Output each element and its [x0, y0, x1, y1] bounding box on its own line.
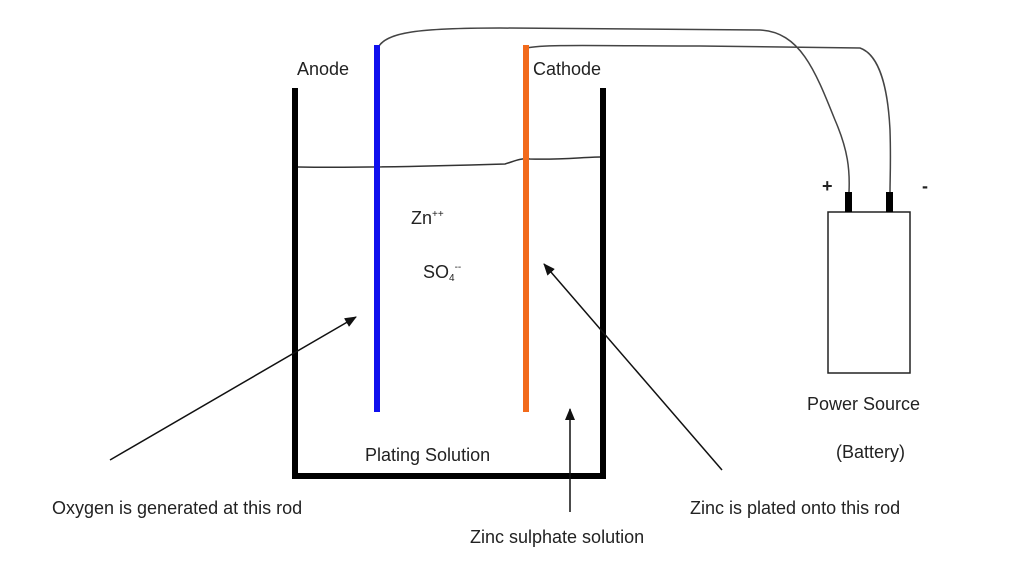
zinc-arrow — [543, 263, 723, 471]
anode-wire — [377, 27, 850, 193]
cathode-label: Cathode — [533, 59, 601, 79]
plus-sign: + — [822, 176, 833, 196]
zinc-ion-symbol: Zn — [411, 208, 432, 228]
beaker — [292, 88, 606, 479]
liquid-surface — [297, 156, 601, 169]
battery — [827, 211, 911, 374]
zinc-note: Zinc is plated onto this rod — [690, 498, 900, 518]
battery-label: (Battery) — [836, 442, 905, 462]
cathode-wire — [526, 44, 892, 193]
sulphate-ion-symbol: SO — [423, 262, 449, 282]
sulphate-ion-charge: -- — [455, 262, 462, 273]
zinc-ion-label: Zn++ — [411, 208, 444, 228]
sulphate-ion-subscript: 4 — [449, 273, 455, 284]
zinc-ion-charge: ++ — [432, 209, 444, 220]
zinc-sulphate-note: Zinc sulphate solution — [470, 527, 644, 547]
anode-label: Anode — [297, 59, 349, 79]
negative-terminal — [886, 192, 893, 212]
plating-solution-label: Plating Solution — [365, 445, 490, 465]
minus-sign: - — [922, 176, 928, 196]
power-source-label: Power Source — [807, 394, 920, 414]
positive-terminal — [845, 192, 852, 212]
oxygen-note: Oxygen is generated at this rod — [52, 498, 302, 518]
sulphate-ion-label: SO4-- — [423, 262, 461, 284]
oxygen-arrow — [109, 316, 357, 461]
